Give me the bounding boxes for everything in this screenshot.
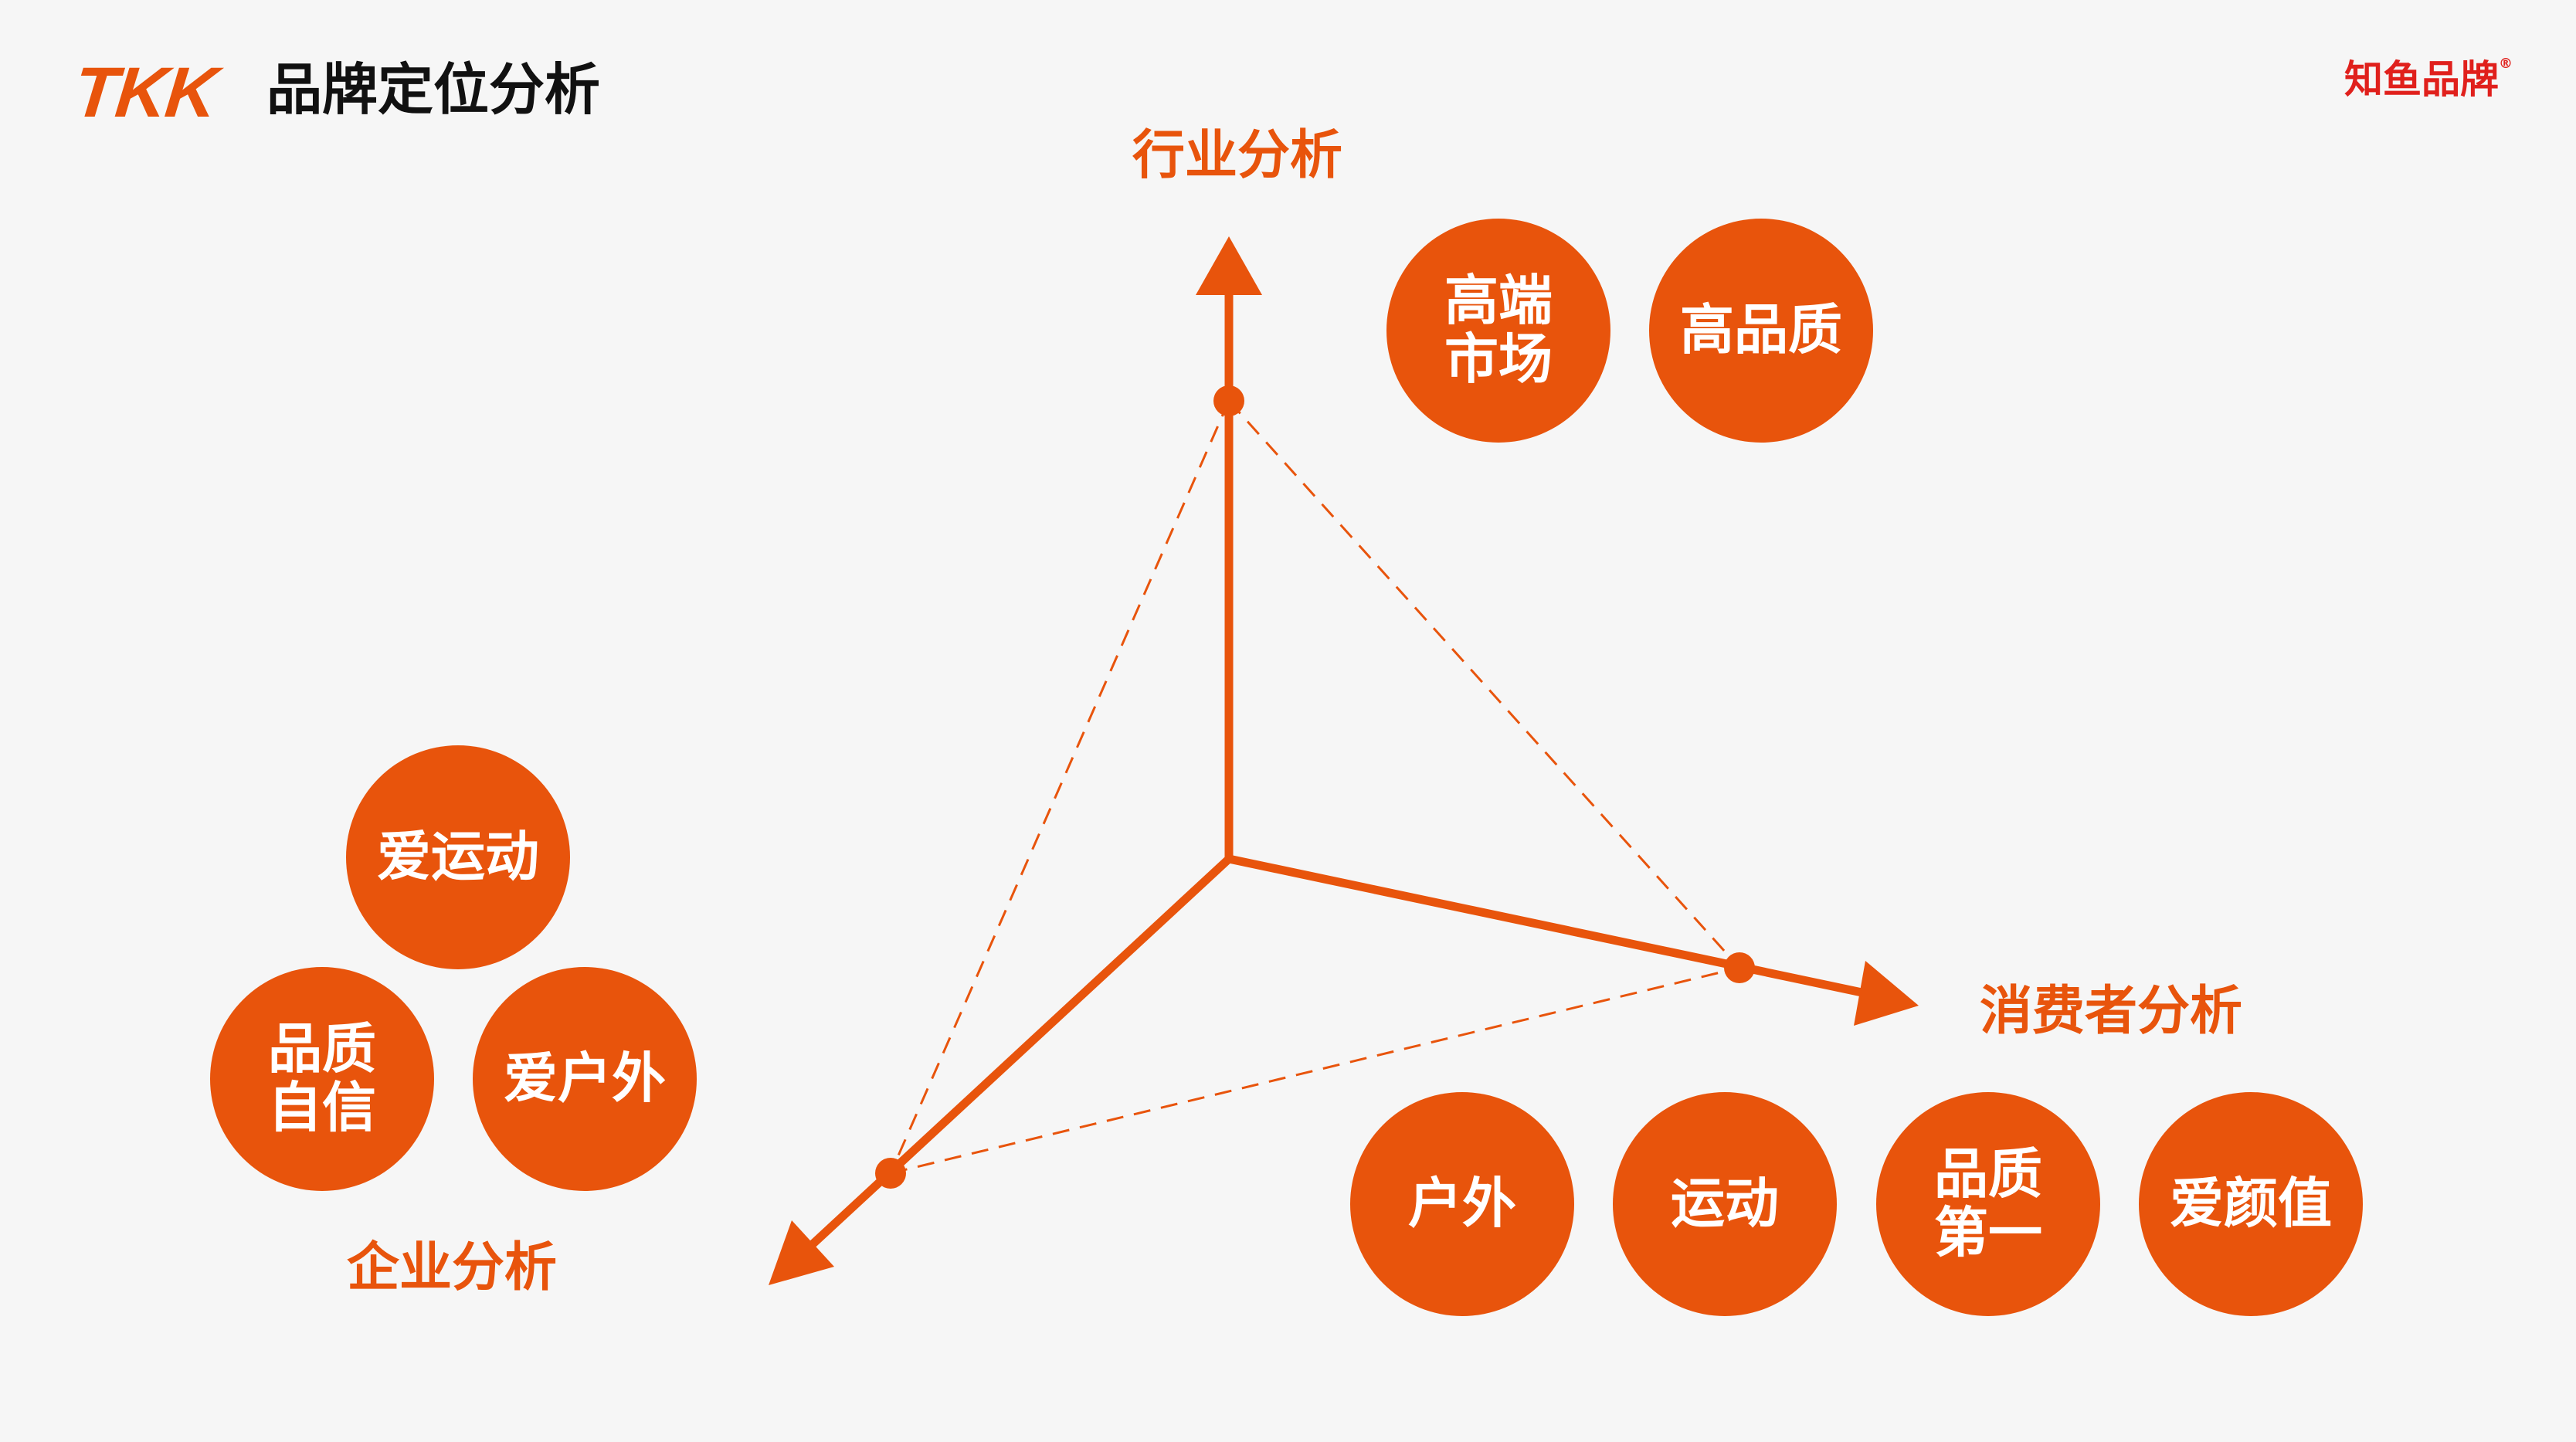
dashed-link-enterprise-consumer xyxy=(890,966,1740,1175)
consumer-bubble: 户外 xyxy=(1350,1092,1574,1316)
page-title: 品牌定位分析 xyxy=(266,57,601,122)
consumer-bubble: 运动 xyxy=(1613,1092,1837,1316)
bubble-label: 品质自信 xyxy=(268,1017,376,1139)
industry-arrowhead-icon xyxy=(1196,236,1262,295)
industry-point xyxy=(1213,385,1244,416)
dashed-link-industry-enterprise xyxy=(889,400,1230,1174)
bubble-label: 运动 xyxy=(1671,1172,1779,1236)
consumer-bubble: 品质第一 xyxy=(1876,1092,2100,1316)
consumer-axis xyxy=(1224,854,1874,999)
enterprise-arrowhead-icon xyxy=(769,1220,834,1285)
bubble-label: 爱颜值 xyxy=(2170,1172,2332,1236)
enterprise-axis-label: 企业分析 xyxy=(346,1237,558,1298)
consumer-arrowhead-icon xyxy=(1854,961,1919,1026)
enterprise-point xyxy=(875,1158,906,1189)
enterprise-bubble: 爱运动 xyxy=(346,745,570,969)
consumer-bubble: 爱颜值 xyxy=(2139,1092,2363,1316)
bubble-label: 高品质 xyxy=(1680,298,1842,362)
bubble-label: 品质第一 xyxy=(1934,1142,2042,1264)
enterprise-bubble: 品质自信 xyxy=(210,967,434,1191)
industry-axis-label: 行业分析 xyxy=(1132,125,1343,186)
registered-mark: ® xyxy=(2499,56,2513,72)
consumer-point xyxy=(1724,952,1755,983)
bubble-label: 高端市场 xyxy=(1444,269,1553,391)
industry-bubble: 高品质 xyxy=(1649,219,1873,443)
consumer-axis-label: 消费者分析 xyxy=(1979,981,2243,1042)
enterprise-axis xyxy=(799,854,1234,1257)
enterprise-bubble: 爱户外 xyxy=(473,967,697,1191)
bubble-label: 爱运动 xyxy=(377,825,539,889)
bubble-label: 爱户外 xyxy=(504,1047,666,1111)
industry-bubble: 高端市场 xyxy=(1386,219,1610,443)
bubble-label: 户外 xyxy=(1408,1172,1516,1236)
brand-logo-text: 知鱼品牌 xyxy=(2344,57,2499,102)
brand-logo: 知鱼品牌® xyxy=(2344,57,2513,102)
dashed-link-industry-consumer xyxy=(1227,399,1741,969)
